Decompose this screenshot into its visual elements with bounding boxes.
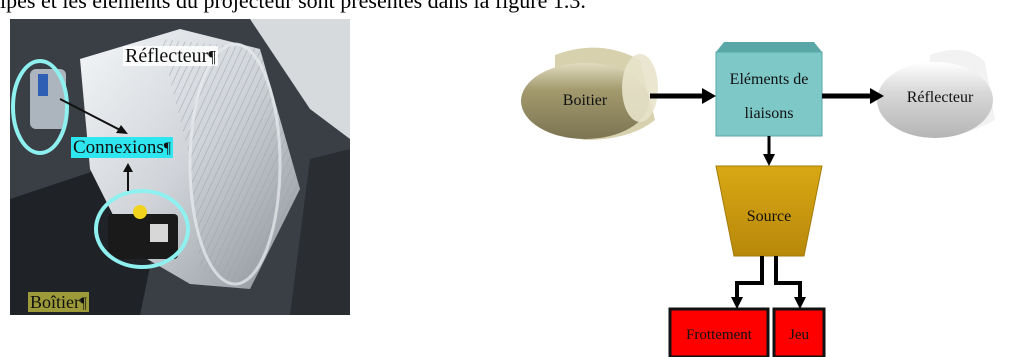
label-frottement-node: Frottement	[670, 326, 768, 344]
label-reflecteur-node: Réflecteur	[895, 88, 985, 107]
label-boitier-node: Boitier	[545, 91, 625, 110]
label-reflecteur: Réflecteur¶	[123, 46, 218, 66]
label-elements-line1: Eléments de	[716, 70, 822, 89]
label-elements-line2: liaisons	[716, 104, 822, 123]
page-text-fragment: ipes et les éléments du projecteur sont …	[0, 0, 1013, 14]
pilcrow-mark: ¶	[164, 140, 171, 157]
label-jeu-node: Jeu	[774, 326, 824, 344]
pilcrow-mark: ¶	[80, 295, 87, 312]
arrow-source-to-frottement	[731, 256, 762, 309]
arrow-source-to-jeu	[776, 256, 806, 309]
arrow-elements-to-reflecteur	[822, 88, 884, 104]
projector-photo: Réflecteur¶ Connexions¶ Boîtier¶	[10, 19, 350, 315]
pilcrow-mark: ¶	[208, 47, 216, 66]
label-boitier: Boîtier¶	[28, 292, 89, 312]
arrow-boitier-to-elements	[650, 88, 716, 104]
label-connexions: Connexions¶	[71, 137, 173, 158]
arrow-elements-to-source	[763, 136, 775, 166]
label-source-node: Source	[734, 207, 804, 226]
